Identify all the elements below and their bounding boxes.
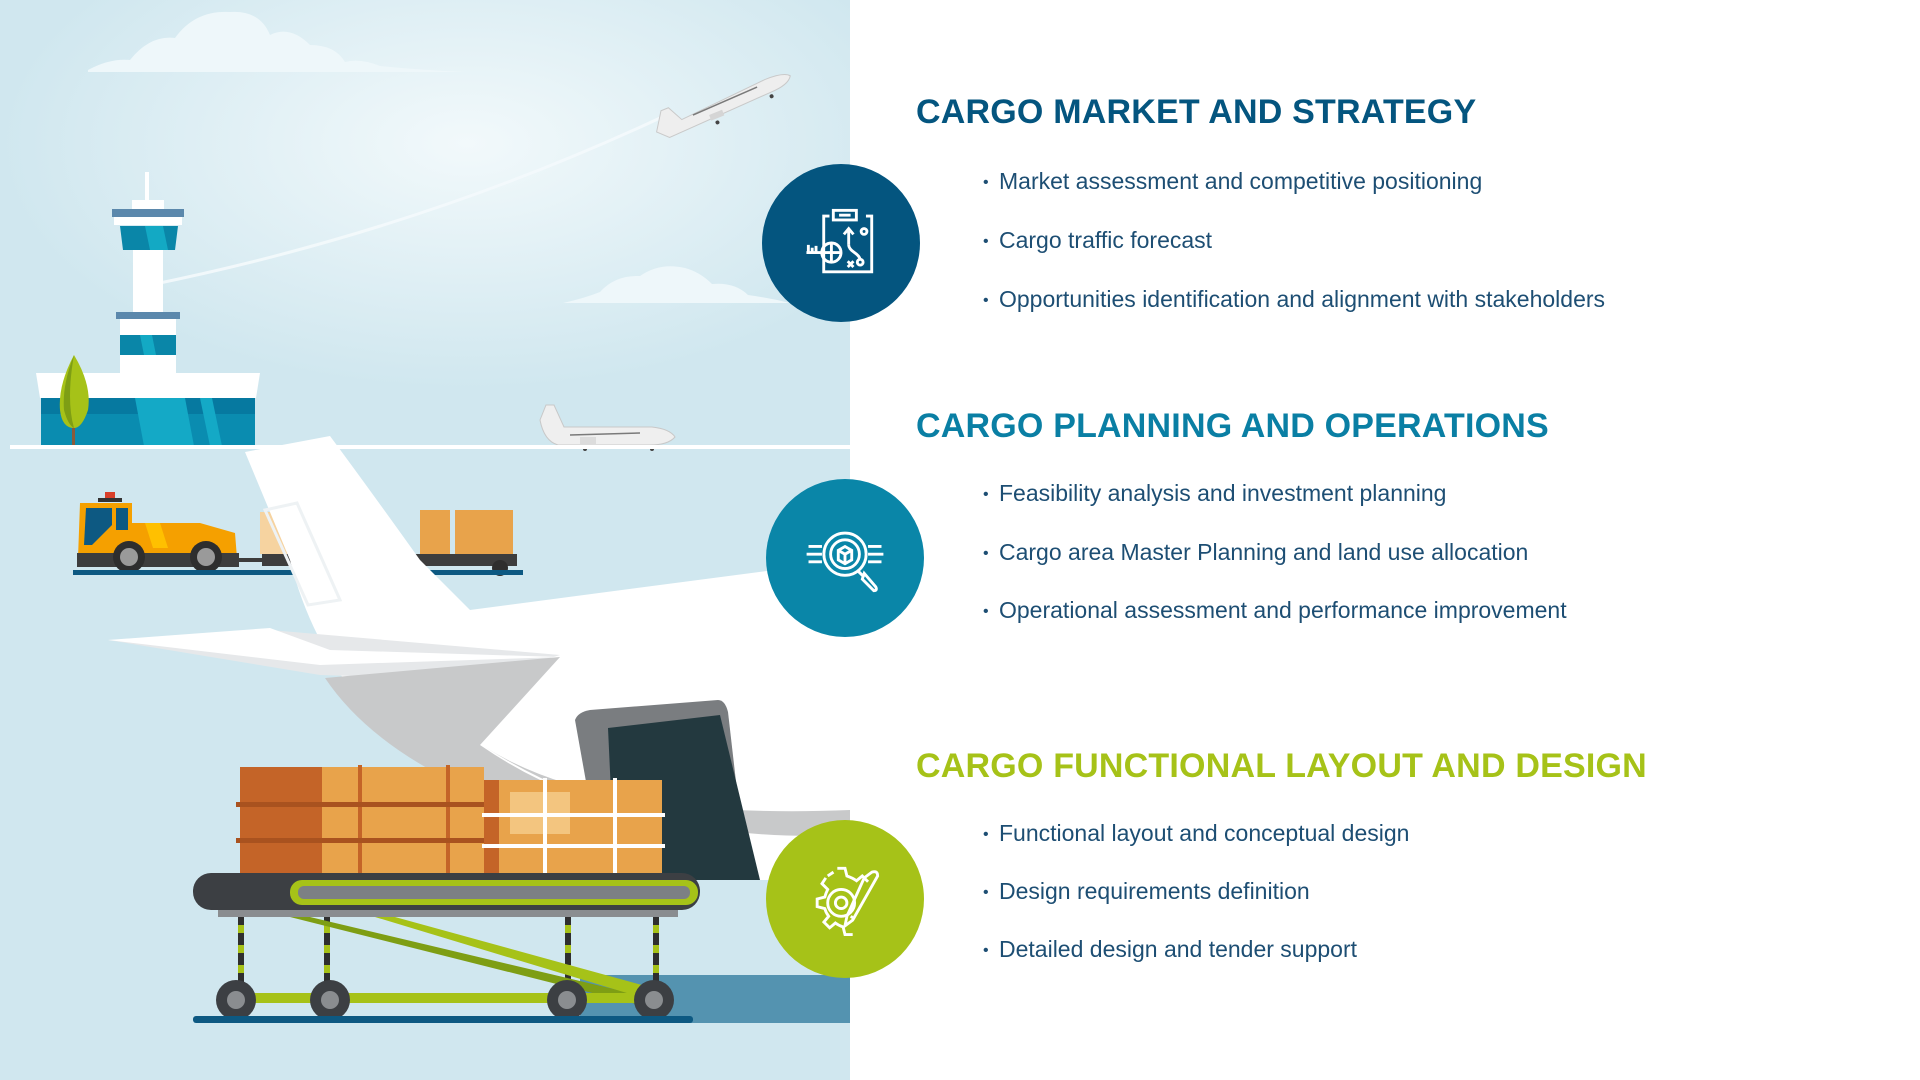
airport-cargo-illustration [0,0,850,1080]
design-icon-circle [766,820,924,978]
list-item: •Detailed design and tender support [983,934,1357,966]
section-title: CARGO PLANNING AND OPERATIONS [916,407,1549,445]
terminal-building-icon [36,373,260,446]
planning-icon-circle [766,479,924,637]
list-item: •Design requirements definition [983,876,1310,908]
contrail [149,116,661,287]
list-item: •Functional layout and conceptual design [983,818,1409,850]
cargo-boxes-icon [236,765,665,876]
departing-plane-icon [656,74,791,139]
section-title: CARGO FUNCTIONAL LAYOUT AND DESIGN [916,747,1647,785]
clipboard-strategy-icon [806,208,874,274]
bullet-dot: • [983,545,989,562]
bullet-dot: • [983,884,989,901]
baggage-tug-icon [77,492,270,573]
list-item: •Cargo area Master Planning and land use… [983,537,1528,569]
control-tower-icon [112,172,184,375]
bullet-dot: • [983,826,989,843]
list-item: •Market assessment and competitive posit… [983,166,1482,198]
bullet-dot: • [983,174,989,191]
section-title: CARGO MARKET AND STRATEGY [916,93,1477,131]
list-item: •Feasibility analysis and investment pla… [983,478,1446,510]
taxiing-plane-icon [539,404,676,451]
bullet-dot: • [983,486,989,503]
bullet-dot: • [983,942,989,959]
bullet-dot: • [983,603,989,620]
cloud-icon [88,11,466,72]
list-item: •Opportunities identification and alignm… [983,284,1605,316]
cloud-icon [563,266,790,303]
horizon-line [10,445,850,449]
magnifier-package-icon [806,531,884,593]
section-cargo-planning-operations: CARGO PLANNING AND OPERATIONS [916,406,1549,446]
tree-icon [59,355,89,446]
list-item: •Cargo traffic forecast [983,225,1212,257]
bullet-dot: • [983,292,989,309]
strategy-icon-circle [762,164,920,322]
bullet-dot: • [983,233,989,250]
section-cargo-functional-layout-design: CARGO FUNCTIONAL LAYOUT AND DESIGN [916,746,1647,786]
gear-pencil-icon [815,866,880,936]
section-cargo-market-strategy: CARGO MARKET AND STRATEGY [916,92,1476,132]
cargo-loader-icon [193,873,700,1023]
list-item: •Operational assessment and performance … [983,595,1567,627]
